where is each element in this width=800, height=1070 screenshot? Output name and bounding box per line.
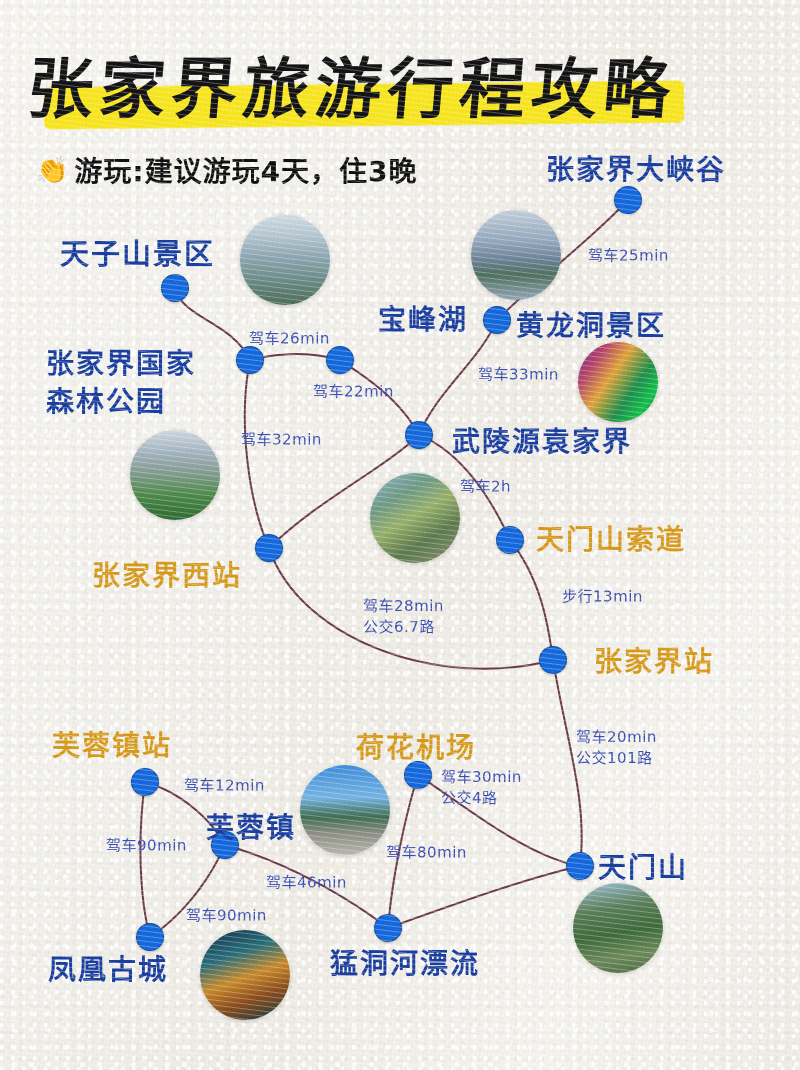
- map-node-daxiagu[interactable]: [614, 186, 642, 214]
- edge-label-line: 驾车32min: [241, 430, 322, 449]
- edge-label-line: 公交101路: [576, 749, 653, 767]
- map-node-tianzishan[interactable]: [161, 274, 189, 302]
- edge-label-line: 驾车33min: [478, 365, 559, 384]
- place-label-furongzhen: 芙蓉镇: [206, 811, 297, 844]
- clapping-hands-icon: 👏: [36, 155, 69, 185]
- photo-image: [370, 473, 460, 563]
- map-node-zjjstation[interactable]: [539, 646, 567, 674]
- edge-label-line: 驾车26min: [249, 329, 330, 348]
- route-edge: [509, 539, 554, 661]
- edge-label: 驾车20min 公交101路: [576, 727, 657, 769]
- photo-image: [200, 930, 290, 1020]
- edge-label-line: 公交4路: [441, 789, 498, 807]
- edge-label-line: 驾车12min: [184, 776, 265, 795]
- edge-label-line: 驾车2h: [460, 477, 512, 496]
- edge-label: 驾车32min: [241, 430, 322, 451]
- edge-label: 驾车22min: [313, 382, 394, 403]
- place-label-zjj-station: 张家界站: [594, 645, 715, 678]
- route-edge: [387, 774, 419, 929]
- subtitle-block: 👏 游玩:建议游玩4天，住3晚: [36, 150, 418, 190]
- edge-label: 步行13min: [562, 587, 643, 608]
- map-node-cable[interactable]: [496, 526, 524, 554]
- photo-image: [471, 210, 561, 300]
- 黄龙洞景区-photo: [578, 342, 658, 422]
- photo-image: [300, 765, 390, 855]
- edge-label: 驾车46min: [266, 873, 347, 894]
- photo-image: [578, 342, 658, 422]
- photo-image: [240, 215, 330, 305]
- map-node-tianmenshan[interactable]: [566, 852, 594, 880]
- place-label-furong-station: 芙蓉镇站: [52, 729, 173, 762]
- edge-label: 驾车2h: [460, 477, 511, 498]
- edge-label: 驾车30min 公交4路: [441, 767, 522, 809]
- edge-label: 驾车12min: [184, 776, 265, 797]
- place-label-tianzishan: 天子山景区: [60, 237, 216, 271]
- route-edge: [268, 547, 554, 670]
- place-label-forest-park-2: 森林公园: [46, 385, 167, 418]
- edge-label-line: 驾车30min: [441, 768, 522, 786]
- place-label-hehua-airport: 荷花机场: [356, 731, 477, 764]
- route-edge: [268, 434, 420, 549]
- route-edge: [496, 199, 629, 321]
- map-node-fenghuang[interactable]: [136, 923, 164, 951]
- route-edge: [418, 434, 511, 541]
- route-edge: [224, 844, 389, 929]
- place-label-wulingyuan: 武陵源袁家界: [452, 425, 633, 458]
- 武陵源袁家界-photo: [370, 473, 460, 563]
- map-node-junction[interactable]: [326, 346, 354, 374]
- place-label-mengdonghe: 猛洞河漂流: [330, 947, 481, 980]
- place-label-zjj-west: 张家界西站: [92, 559, 243, 592]
- edge-label: 驾车33min: [478, 365, 559, 386]
- edge-label: 驾车26min: [249, 329, 330, 350]
- edge-label-line: 驾车25min: [588, 246, 669, 265]
- photo-image: [130, 430, 220, 520]
- 天门山-photo: [573, 883, 663, 973]
- edge-label: 驾车28min 公交6.7路: [363, 596, 444, 638]
- map-node-baofenghu[interactable]: [483, 306, 511, 334]
- map-node-west[interactable]: [255, 534, 283, 562]
- place-label-huanglongdong: 黄龙洞景区: [516, 309, 667, 342]
- edge-label-line: 公交6.7路: [363, 618, 435, 636]
- 凤凰古城-photo: [200, 930, 290, 1020]
- edge-label: 驾车90min: [106, 836, 187, 857]
- edge-label-line: 驾车90min: [186, 906, 267, 925]
- edge-label-line: 驾车80min: [386, 843, 467, 862]
- 天子山景区-photo: [240, 215, 330, 305]
- place-label-tianmenshan: 天门山: [598, 851, 689, 884]
- 荷花机场-photo: [300, 765, 390, 855]
- map-node-mengdonghe[interactable]: [374, 914, 402, 942]
- map-node-wulingyuan[interactable]: [405, 421, 433, 449]
- route-edge: [418, 319, 498, 436]
- 张家界国家森林公园-photo: [130, 430, 220, 520]
- route-edge: [552, 659, 583, 867]
- subtitle-text: 游玩:建议游玩4天，住3晚: [74, 155, 418, 188]
- place-label-tianmen-cable: 天门山索道: [536, 523, 687, 556]
- edge-label: 驾车80min: [386, 843, 467, 864]
- edge-label-line: 驾车28min: [363, 597, 444, 615]
- route-edge: [387, 865, 581, 929]
- 宝峰湖-photo: [471, 210, 561, 300]
- edge-label-line: 步行13min: [562, 587, 643, 606]
- place-label-zjj-daxiagu: 张家界大峡谷: [546, 153, 727, 186]
- edge-label-line: 驾车20min: [576, 728, 657, 746]
- edge-label: 驾车90min: [186, 906, 267, 927]
- place-label-fenghuang: 凤凰古城: [48, 953, 169, 986]
- place-label-forest-park: 张家界国家: [46, 347, 197, 380]
- edge-label-line: 驾车22min: [313, 382, 394, 401]
- photo-image: [573, 883, 663, 973]
- map-node-airport[interactable]: [404, 761, 432, 789]
- map-node-forest[interactable]: [236, 346, 264, 374]
- edge-label-line: 驾车90min: [106, 836, 187, 855]
- map-node-furongstation[interactable]: [131, 768, 159, 796]
- route-edge: [243, 359, 270, 549]
- route-edge: [139, 781, 151, 938]
- edge-label: 驾车25min: [588, 246, 669, 267]
- map-node-furongzhen[interactable]: [211, 831, 239, 859]
- place-label-baofenghu: 宝峰湖: [378, 303, 469, 336]
- edge-label-line: 驾车46min: [266, 873, 347, 892]
- route-edge: [417, 774, 581, 867]
